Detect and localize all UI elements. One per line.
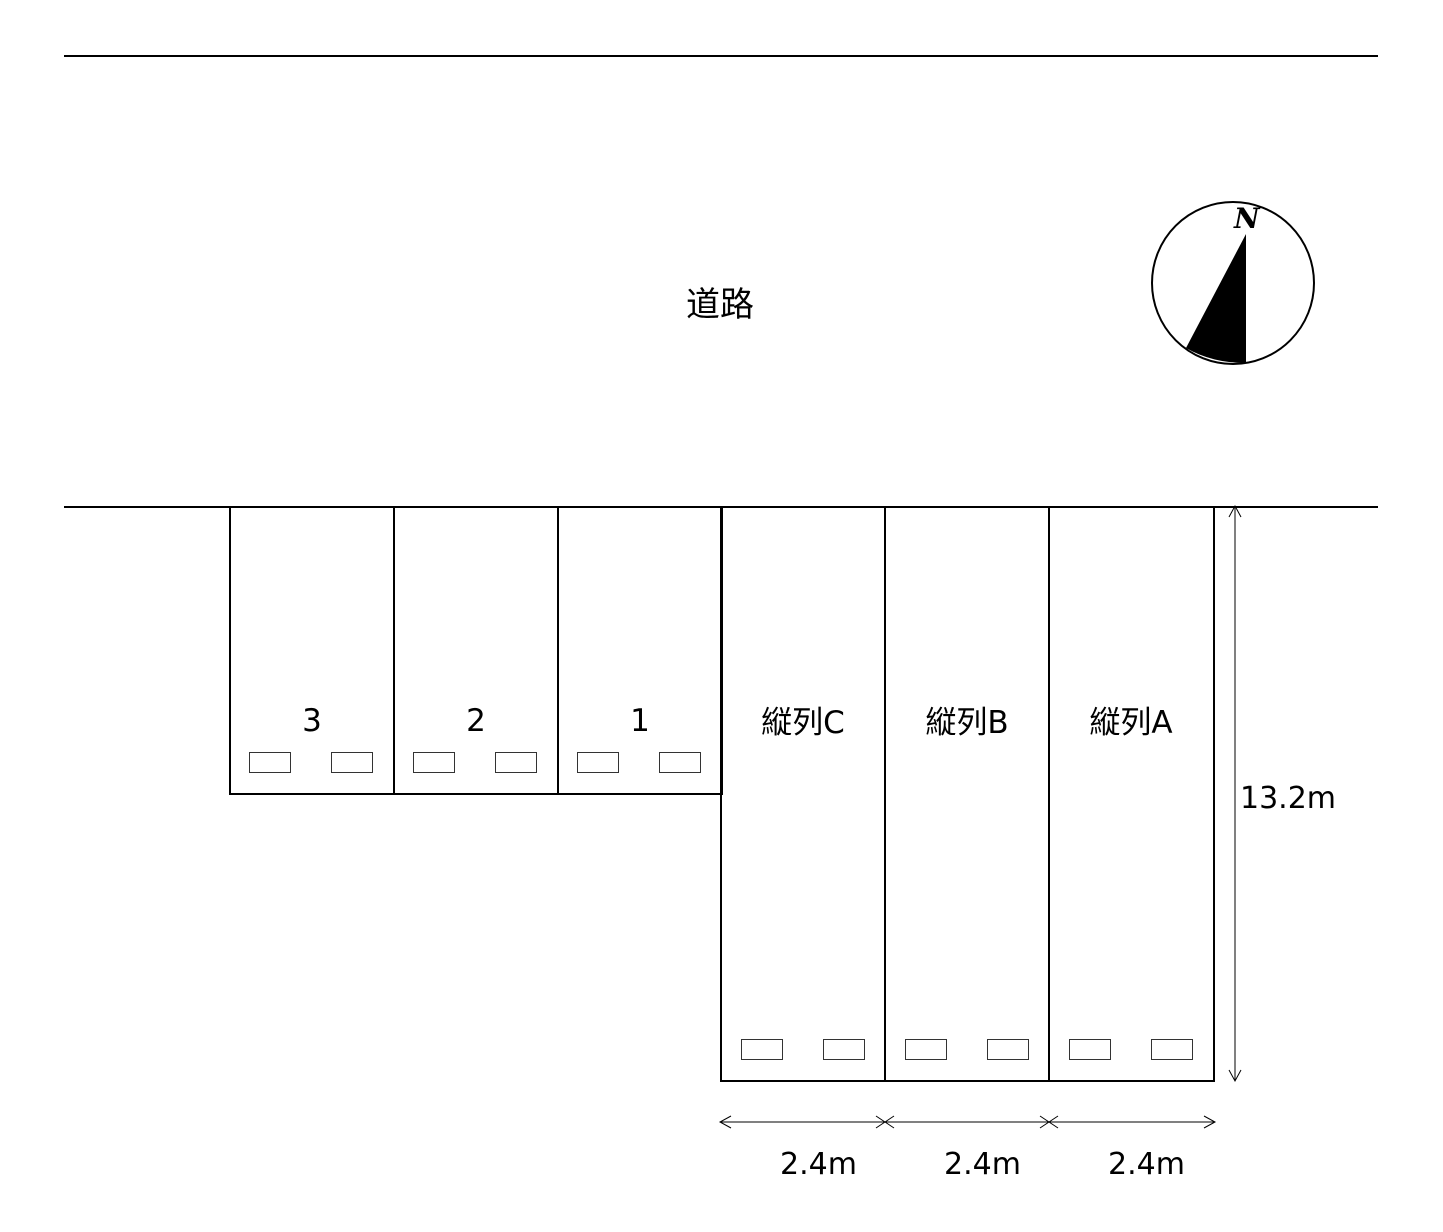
wheel-stop-icon bbox=[577, 752, 619, 773]
space-label-3: 3 bbox=[302, 703, 322, 739]
wheel-stop-icon bbox=[331, 752, 373, 773]
width-dimension-arrow-icon bbox=[718, 1115, 1217, 1129]
space-label-c: 縦列C bbox=[761, 705, 845, 741]
compass-north-label: N bbox=[1234, 202, 1260, 235]
width-dimension-label-c: 2.4m bbox=[780, 1147, 857, 1182]
parking-space-tandem-a[interactable] bbox=[1048, 506, 1215, 1082]
wheel-stop-icon bbox=[987, 1039, 1029, 1060]
space-label-a: 縦列A bbox=[1089, 705, 1173, 741]
wheel-stop-icon bbox=[495, 752, 537, 773]
wheel-stop-icon bbox=[249, 752, 291, 773]
width-dimension-label-a: 2.4m bbox=[1108, 1147, 1185, 1182]
depth-dimension-label: 13.2m bbox=[1240, 781, 1337, 816]
parking-space-tandem-b[interactable] bbox=[884, 506, 1050, 1082]
wheel-stop-icon bbox=[659, 752, 701, 773]
parking-space-tandem-c[interactable] bbox=[720, 506, 886, 1082]
wheel-stop-icon bbox=[1069, 1039, 1111, 1060]
depth-dimension-arrow-icon bbox=[1228, 504, 1242, 1083]
wheel-stop-icon bbox=[413, 752, 455, 773]
space-label-1: 1 bbox=[630, 703, 650, 739]
wheel-stop-icon bbox=[1151, 1039, 1193, 1060]
road-label: 道路 bbox=[686, 285, 754, 325]
parking-space-1[interactable] bbox=[557, 506, 723, 795]
space-label-b: 縦列B bbox=[925, 705, 1009, 741]
road-top-boundary bbox=[64, 55, 1378, 57]
wheel-stop-icon bbox=[741, 1039, 783, 1060]
space-label-2: 2 bbox=[466, 703, 486, 739]
wheel-stop-icon bbox=[823, 1039, 865, 1060]
compass-north-icon bbox=[1151, 201, 1315, 365]
width-dimension-label-b: 2.4m bbox=[944, 1147, 1021, 1182]
wheel-stop-icon bbox=[905, 1039, 947, 1060]
